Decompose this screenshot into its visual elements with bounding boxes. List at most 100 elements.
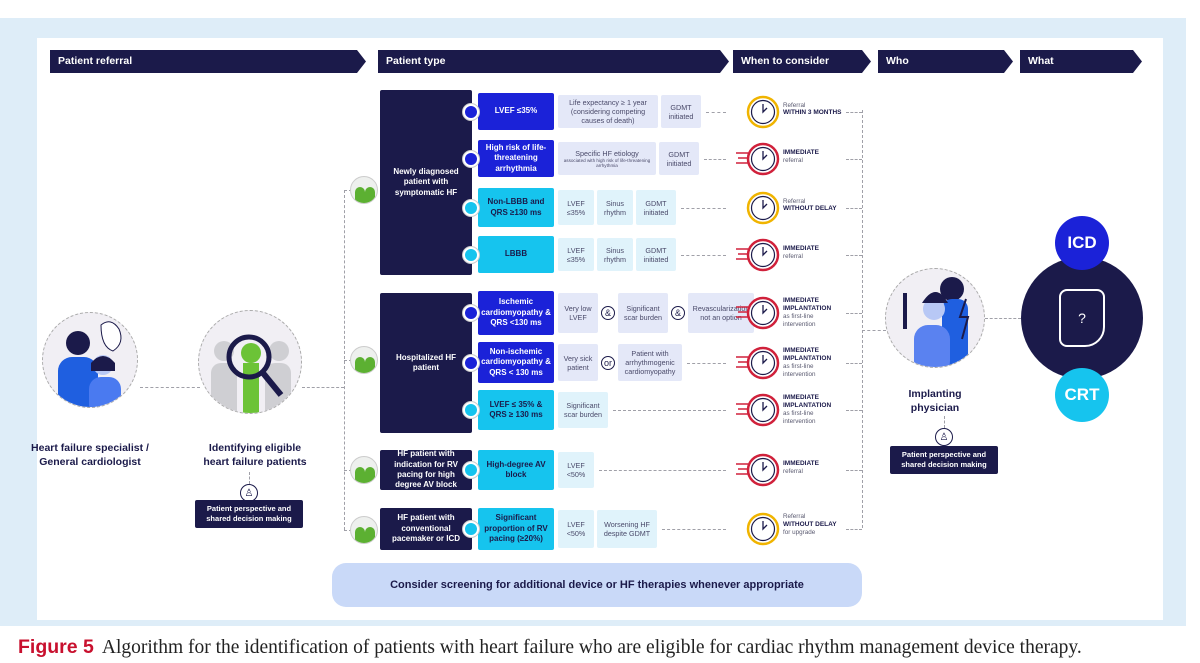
urgent-clock-icon [736, 296, 782, 330]
header-patient-type: Patient type [378, 50, 729, 73]
patient-avatar-icon [462, 401, 480, 419]
figure-caption: Figure 5 Algorithm for the identification… [18, 636, 1082, 659]
connector [846, 158, 862, 160]
patient-type-box: LVEF ≤35% [478, 93, 554, 130]
patient-type-box: Ischemic cardiomyopathy & QRS <130 ms [478, 291, 554, 335]
criterion-text: GDMT initiated [666, 149, 692, 168]
criterion-box: GDMT initiated [659, 142, 699, 175]
criterion-text: LVEF <50% [566, 520, 586, 538]
icd-badge: ICD [1055, 216, 1109, 270]
criterion-text: Specific HF etiology [575, 148, 639, 158]
criterion-text: Very low LVEF [564, 304, 592, 322]
criterion-box: Worsening HF despite GDMT [597, 510, 657, 548]
connector [846, 470, 862, 471]
criterion-text: Patient with arrhythmogenic cardiomyopat… [624, 349, 676, 376]
when-bold: IMMEDIATE IMPLANTATION [783, 394, 832, 410]
criterion-box: LVEF <50% [558, 452, 594, 488]
connector [706, 111, 726, 113]
criterion-text: Significant scar burden [624, 304, 662, 322]
criterion-box: GDMT initiated [636, 190, 676, 225]
criterion-text: Sinus rhythm [604, 198, 626, 217]
criterion-text: GDMT initiated [643, 198, 669, 217]
criterion-box: GDMT initiated [636, 238, 676, 271]
patient-group-icon [350, 346, 378, 374]
header-when-to-consider: When to consider [733, 50, 871, 73]
connector [846, 529, 862, 530]
connector-or: or [601, 355, 615, 370]
when-post: as first-line intervention [783, 410, 816, 426]
criterion-box: Patient with arrhythmogenic cardiomyopat… [618, 344, 682, 381]
patient-type-box: Non-LBBB and QRS ≥130 ms [478, 188, 554, 227]
urgent-clock-icon [736, 393, 782, 427]
patient-group-3: HF patient with indication for RV pacing… [380, 449, 472, 490]
patient-type-box: High risk of life-threatening arrhythmia [478, 140, 554, 177]
when-bold: WITHOUT DELAY [783, 205, 837, 213]
connector-and: & [601, 306, 615, 320]
when-pre: Referral [783, 197, 806, 205]
criterion-box: Significant scar burden [618, 293, 668, 333]
criterion-text: LVEF ≤35% [566, 198, 586, 217]
patient-type-box: High-degree AV block [478, 450, 554, 490]
urgent-clock-icon [736, 453, 782, 487]
connector [681, 207, 726, 209]
criterion-text: LVEF <50% [566, 461, 586, 479]
when-bold: IMMEDIATE IMPLANTATION [783, 346, 832, 362]
connector [687, 362, 726, 364]
when-bold: IMMEDIATE [783, 244, 819, 252]
when-bold: WITHOUT DELAY [783, 520, 837, 528]
connector [846, 207, 862, 209]
clock-icon [736, 512, 782, 546]
criterion-text: GDMT initiated [643, 245, 669, 264]
device-circle: ? [1021, 257, 1143, 379]
when-pre: Referral [783, 101, 806, 109]
patient-group-icon [350, 456, 378, 484]
criterion-box: LVEF <50% [558, 510, 594, 548]
criterion-box: Very sick patient [558, 344, 598, 381]
person-icon: ♙ [935, 428, 953, 446]
shared-decision-box: Patient perspective and shared decision … [890, 446, 998, 475]
caption-text: Algorithm for the identification of pati… [101, 637, 1082, 658]
when-post: referral [783, 468, 803, 476]
patient-group-1: Newly diagnosed patient with symptomatic… [380, 90, 472, 275]
connector [846, 254, 862, 256]
person-icon: ♙ [240, 484, 258, 502]
patient-avatar-icon [462, 353, 480, 372]
criterion-box: Sinus rhythm [597, 238, 633, 271]
connector [846, 111, 862, 113]
criterion-box: GDMT initiated [661, 95, 701, 128]
figure-label: Figure 5 [18, 636, 94, 658]
screening-note: Consider screening for additional device… [332, 563, 862, 607]
device-icon: ? [1059, 289, 1105, 347]
urgent-clock-icon [736, 346, 782, 380]
when-post: as first-line intervention [783, 313, 816, 329]
patient-type-box: Non-ischemic cardiomyopathy & QRS < 130 … [478, 342, 554, 383]
criterion-text: Life expectancy ≥ 1 year (considering co… [569, 98, 647, 125]
connector [846, 313, 862, 314]
criterion-note: associated with high risk of life-threat… [563, 157, 651, 168]
connector [662, 529, 726, 530]
identifying-patients-illustration [198, 310, 302, 414]
criterion-text: Significant scar burden [564, 401, 602, 419]
connector-and: & [671, 306, 685, 320]
connector [302, 387, 344, 388]
criterion-box: Life expectancy ≥ 1 year (considering co… [558, 95, 658, 128]
criterion-text: Revascularization not an option [692, 304, 750, 322]
criterion-box: Revascularization not an option [688, 293, 754, 333]
when-pre: Referral [783, 513, 806, 520]
connector [704, 158, 726, 160]
connector [613, 410, 726, 411]
connector [140, 387, 200, 388]
header-who: Who [878, 50, 1013, 73]
patient-avatar-icon [462, 520, 480, 538]
when-bold: WITHIN 3 MONTHS [783, 109, 842, 117]
patient-avatar-icon [462, 245, 480, 264]
patient-type-box: LVEF ≤ 35% & QRS ≥ 130 ms [478, 390, 554, 430]
